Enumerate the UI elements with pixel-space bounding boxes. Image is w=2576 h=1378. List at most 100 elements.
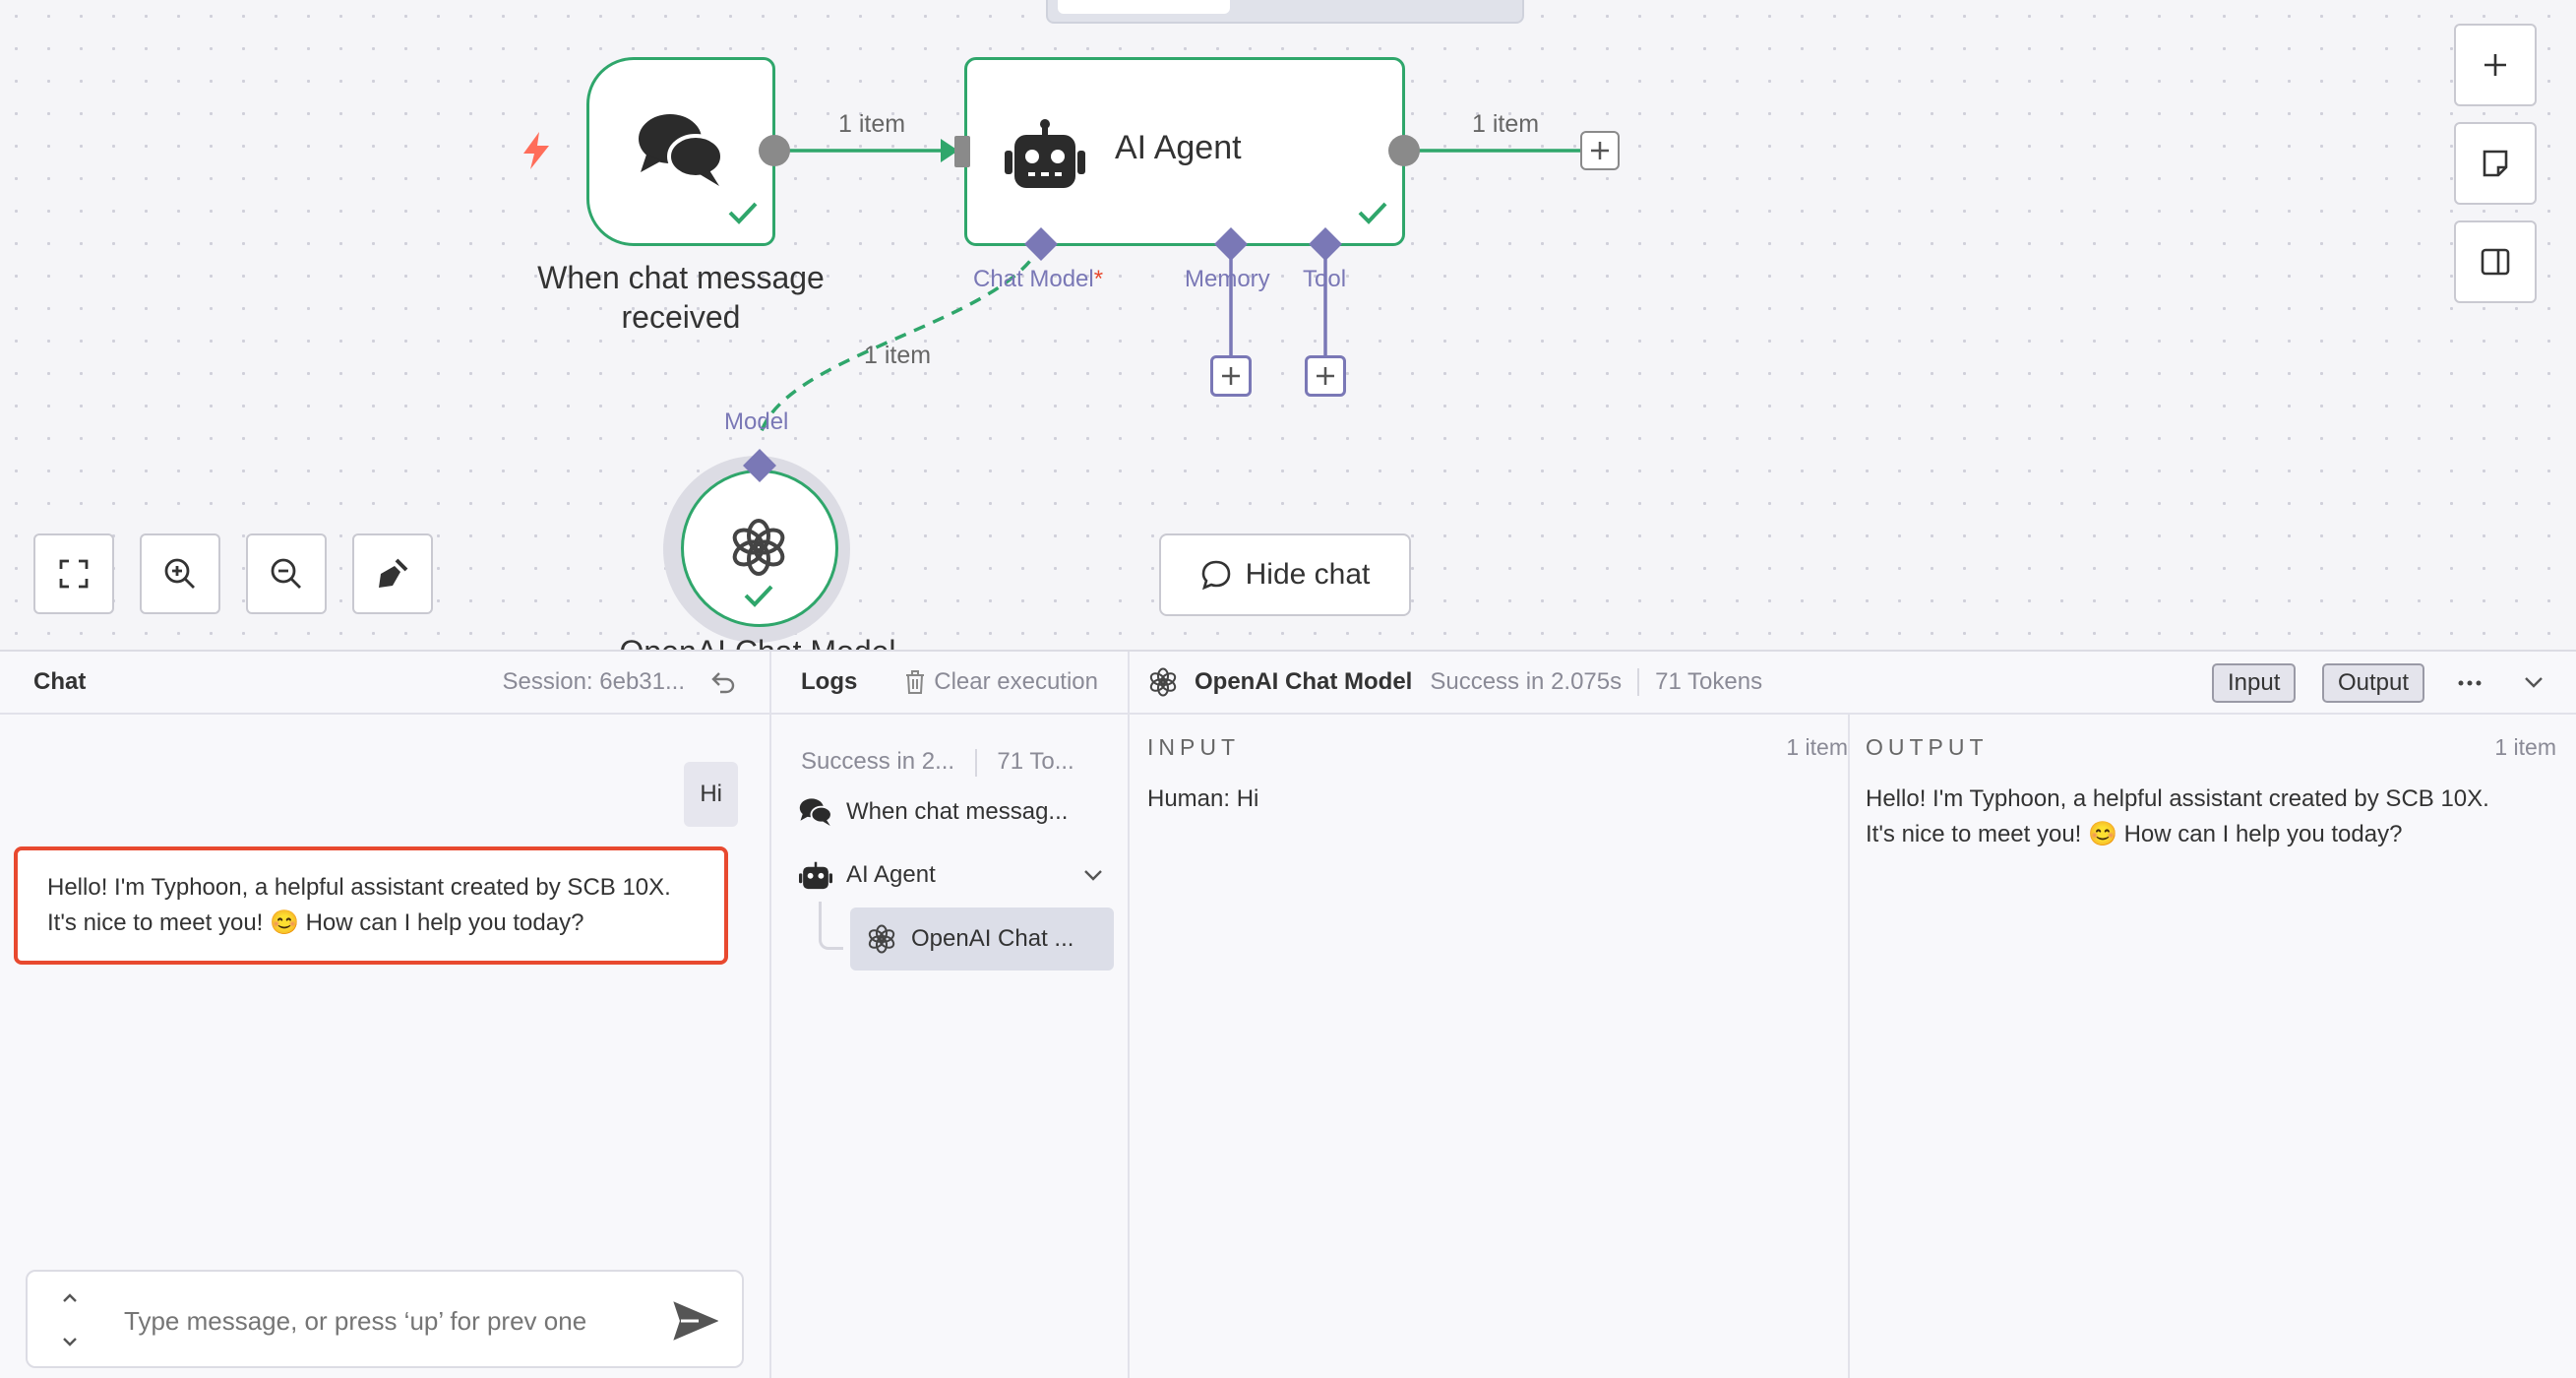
tidy-up-button[interactable] — [352, 533, 433, 614]
output-line1: Hello! I'm Typhoon, a helpful assistant … — [1866, 785, 2489, 812]
log-item-openai: OpenAI Chat ... — [866, 923, 1073, 955]
edge-arrow-icon — [941, 139, 958, 162]
port-label-tool: Tool — [1303, 266, 1347, 292]
chat-message-bot-line1: Hello! I'm Typhoon, a helpful assistant … — [47, 874, 671, 901]
hide-chat-button[interactable]: Hide chat — [1159, 533, 1411, 616]
robot-icon — [799, 861, 832, 890]
required-mark: * — [1093, 266, 1104, 292]
canvas-top-tab-active[interactable] — [1058, 0, 1230, 14]
edge-label-trigger-agent: 1 item — [838, 110, 906, 138]
output-item-count: 1 item — [2494, 734, 2556, 760]
log-item-chat-trigger[interactable]: When chat messag... — [799, 797, 1068, 827]
trigger-label-line1: When chat message — [537, 260, 825, 295]
input-item-count: 1 item — [1786, 734, 1848, 760]
logs-summary-tokens: 71 To... — [997, 748, 1074, 775]
plus-icon — [1317, 367, 1334, 385]
detail-tokens: 71 Tokens — [1655, 668, 1763, 695]
fullscreen-icon — [59, 559, 89, 589]
node-ai-agent[interactable]: AI Agent — [964, 57, 1405, 246]
edges-layer — [758, 139, 1580, 439]
output-line2: It's nice to meet you! 😊 How can I help … — [1866, 821, 2403, 847]
success-check-icon — [1358, 202, 1387, 224]
success-check-icon — [728, 202, 758, 224]
fit-view-button[interactable] — [33, 533, 114, 614]
node-chat-trigger[interactable] — [586, 57, 775, 246]
history-arrows-icon[interactable] — [61, 1291, 79, 1348]
logs-panel: Logs Clear execution Success in 2... 71 … — [771, 652, 1128, 1378]
add-node-button[interactable] — [2454, 24, 2537, 106]
panel-divider[interactable] — [769, 652, 771, 1378]
logs-summary: Success in 2... 71 To... — [801, 748, 1074, 777]
send-icon[interactable] — [673, 1301, 718, 1341]
sticky-note-icon — [2483, 150, 2508, 177]
logs-summary-status: Success in 2... — [801, 748, 955, 775]
chevron-down-icon[interactable] — [2523, 675, 2545, 689]
toggle-panel-button[interactable] — [2454, 220, 2537, 303]
add-sticky-note-button[interactable] — [2454, 122, 2537, 205]
input-content: Human: Hi — [1147, 785, 1259, 812]
agent-output-handle[interactable] — [1388, 135, 1420, 166]
port-label-chat-model: Chat Model* — [973, 266, 1103, 293]
io-divider — [1848, 715, 1850, 1378]
node-openai-chat-model[interactable] — [681, 470, 838, 627]
add-tool-button[interactable] — [1305, 355, 1346, 397]
log-item-ai-agent[interactable]: AI Agent — [799, 860, 1104, 890]
log-tree-connector — [819, 902, 843, 950]
input-toggle-button[interactable]: Input — [2212, 663, 2297, 703]
zoom-out-button[interactable] — [246, 533, 327, 614]
chat-session-id[interactable]: Session: 6eb31... — [502, 668, 685, 695]
chat-message-user: Hi — [684, 762, 738, 827]
broom-icon — [379, 558, 408, 588]
chat-input-box[interactable] — [26, 1270, 744, 1368]
hide-chat-label: Hide chat — [1245, 558, 1371, 591]
trigger-label-line2: received — [621, 299, 741, 335]
chevron-down-icon[interactable] — [1082, 868, 1104, 882]
logs-panel-header: Logs Clear execution — [771, 652, 1128, 715]
plus-icon — [1591, 142, 1609, 159]
node-chat-trigger-label: When chat message received — [512, 258, 850, 337]
trash-icon — [906, 670, 925, 694]
chat-message-bot[interactable]: Hello! I'm Typhoon, a helpful assistant … — [14, 846, 728, 965]
reset-session-icon[interactable] — [710, 670, 736, 694]
port-label-model: Model — [724, 408, 789, 435]
clear-execution-button[interactable]: Clear execution — [904, 668, 1098, 696]
add-next-node-button[interactable] — [1580, 131, 1620, 170]
chat-icon — [1201, 560, 1230, 591]
detail-panel-header: OpenAI Chat Model Success in 2.075s 71 T… — [1130, 652, 2576, 715]
output-heading: OUTPUT — [1866, 734, 1989, 760]
agent-input-handle[interactable] — [954, 136, 970, 167]
canvas-top-tab[interactable] — [1046, 0, 1524, 24]
zoom-in-button[interactable] — [140, 533, 220, 614]
zoom-in-icon — [164, 558, 195, 589]
panel-divider[interactable] — [1128, 652, 1130, 1378]
plus-icon — [1222, 367, 1240, 385]
input-heading: INPUT — [1147, 734, 1240, 760]
workflow-canvas[interactable]: When chat message received 1 item AI Age… — [0, 0, 2576, 650]
robot-icon — [1005, 119, 1085, 188]
trigger-output-handle[interactable] — [759, 135, 790, 166]
openai-icon — [732, 519, 785, 576]
log-item-openai-selected[interactable]: OpenAI Chat ... — [850, 908, 1114, 971]
plus-icon — [2484, 54, 2506, 76]
chat-bubbles-icon — [639, 114, 724, 186]
bottom-panels: Chat Session: 6eb31... Hi Hello! I'm Typ… — [0, 650, 2576, 1378]
port-label-chat-model-text: Chat Model — [973, 266, 1094, 292]
chat-message-input[interactable] — [122, 1295, 677, 1347]
chat-bubbles-icon — [799, 798, 832, 826]
port-label-memory: Memory — [1185, 266, 1270, 292]
detail-status: Success in 2.075s — [1430, 668, 1623, 695]
success-check-icon — [744, 585, 773, 607]
add-memory-button[interactable] — [1210, 355, 1252, 397]
edge-label-model-agent: 1 item — [864, 342, 932, 369]
edge-model-agent[interactable] — [758, 243, 1043, 439]
logs-title: Logs — [801, 668, 858, 695]
chat-message-bot-line2: It's nice to meet you! 😊 How can I help … — [47, 909, 584, 936]
output-toggle-button[interactable]: Output — [2322, 663, 2425, 703]
node-ai-agent-label: AI Agent — [1115, 129, 1242, 166]
chat-panel: Chat Session: 6eb31... Hi Hello! I'm Typ… — [0, 652, 769, 1378]
clear-execution-label: Clear execution — [934, 668, 1098, 695]
chat-panel-title: Chat — [33, 668, 87, 695]
more-options-icon[interactable] — [2458, 679, 2482, 687]
log-item-label: AI Agent — [846, 861, 936, 888]
chat-panel-header: Chat Session: 6eb31... — [0, 652, 769, 715]
